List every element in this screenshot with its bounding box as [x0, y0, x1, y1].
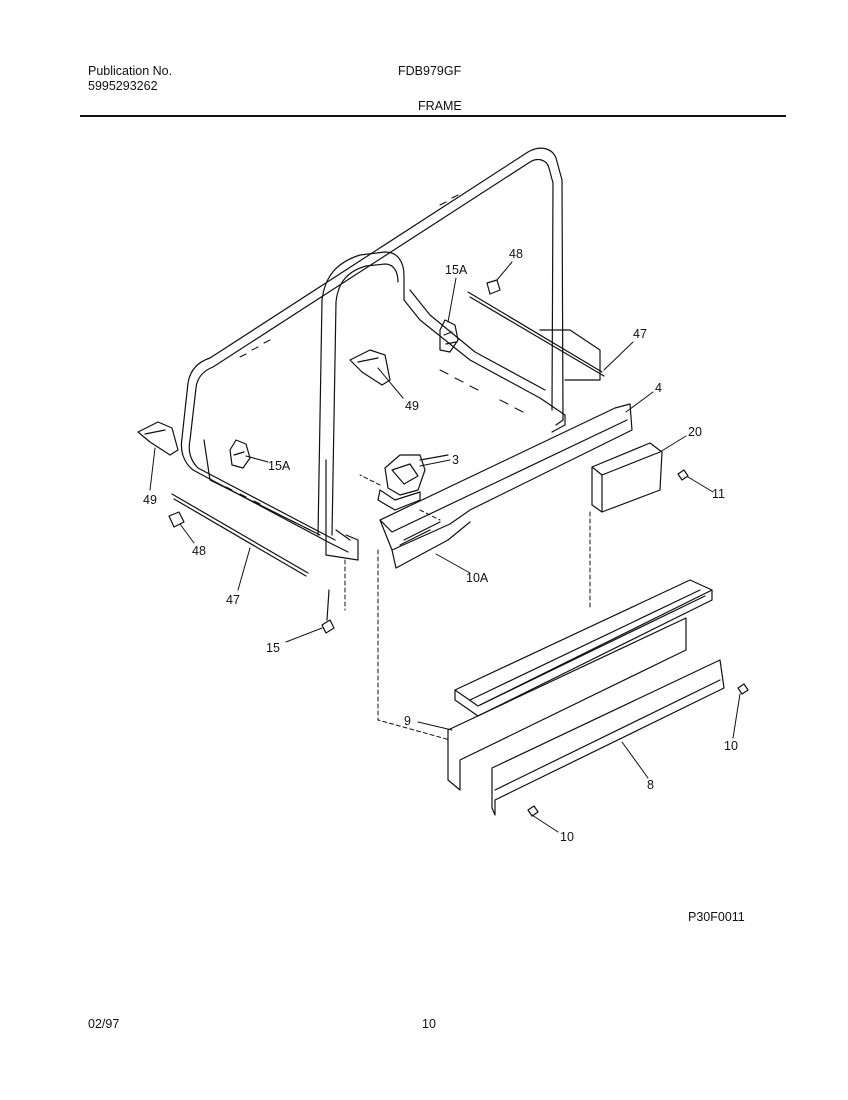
drawing-code: P30F0011 — [688, 910, 745, 924]
screw-15 — [321, 589, 335, 634]
callout-8: 8 — [647, 778, 654, 792]
frame-holes — [225, 194, 524, 531]
callout-11: 11 — [712, 487, 725, 501]
pivot-bracket-top — [439, 319, 459, 353]
callout-49-left: 49 — [143, 493, 157, 507]
model-number: FDB979GF — [398, 64, 462, 78]
callout-20: 20 — [688, 425, 702, 439]
callout-15: 15 — [266, 641, 280, 655]
callout-10-bottom: 10 — [560, 830, 574, 844]
rod-right — [467, 291, 605, 377]
valve-assembly — [377, 454, 449, 511]
callout-9: 9 — [404, 714, 411, 728]
assembly-lines — [344, 474, 591, 741]
callout-3: 3 — [452, 453, 459, 467]
rail-bracket — [379, 403, 633, 569]
callout-48-top: 48 — [509, 247, 523, 261]
rod-left — [171, 493, 309, 577]
corner-bracket-left — [137, 421, 179, 456]
callout-4: 4 — [655, 381, 662, 395]
callout-48-left: 48 — [192, 544, 206, 558]
screw-10-right — [737, 683, 749, 695]
publication-date: 02/97 — [88, 1017, 120, 1031]
screw-11 — [677, 469, 689, 481]
toe-panel — [491, 659, 725, 816]
callout-labels: 48 15A 47 49 4 20 3 15A 49 11 48 10A 47 … — [143, 247, 738, 844]
clip-left — [168, 511, 185, 528]
callout-47-right: 47 — [633, 327, 647, 341]
callout-10-right: 10 — [724, 739, 738, 753]
screw-10-bottom — [527, 805, 539, 817]
callout-15a-left: 15A — [268, 459, 291, 473]
callout-47-left: 47 — [226, 593, 240, 607]
header-rule — [80, 115, 786, 117]
pivot-bracket-left — [229, 439, 251, 469]
section-title: FRAME — [418, 99, 462, 113]
page-number: 10 — [422, 1017, 436, 1031]
tub-frame — [180, 147, 601, 561]
switch-housing — [591, 442, 663, 513]
clip-top — [486, 279, 501, 295]
kick-plate — [447, 579, 713, 791]
publication-number: 5995293262 — [88, 79, 158, 93]
leader-lines — [149, 261, 741, 833]
publication-label: Publication No. — [88, 64, 173, 78]
callout-10a: 10A — [466, 571, 489, 585]
corner-bracket-mid — [349, 349, 391, 386]
callout-49-mid: 49 — [405, 399, 419, 413]
callout-15a-top: 15A — [445, 263, 468, 277]
